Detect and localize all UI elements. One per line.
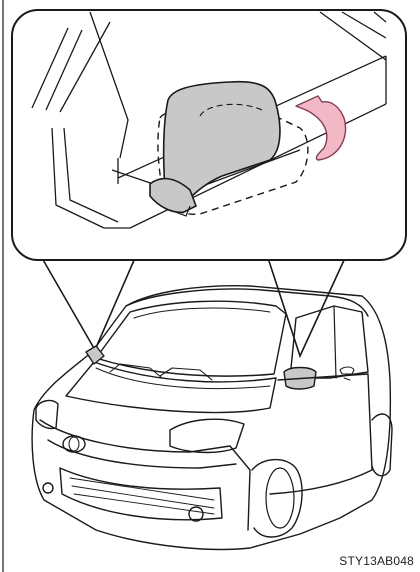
car-door bbox=[270, 374, 372, 494]
car-door-handle bbox=[340, 367, 354, 374]
car-emblem-icon bbox=[63, 436, 85, 452]
image-code-label: STY13AB048 bbox=[339, 554, 414, 568]
callout-pointer-left bbox=[42, 258, 135, 350]
car-headlight-right bbox=[170, 419, 244, 452]
car-foglamp-left bbox=[43, 483, 53, 493]
car-rear-wheel bbox=[372, 414, 392, 476]
car-mirror-left bbox=[86, 346, 104, 364]
car-hood bbox=[66, 362, 276, 412]
car-foglamp-right bbox=[189, 507, 203, 521]
callout-zoom-panel bbox=[12, 10, 406, 356]
